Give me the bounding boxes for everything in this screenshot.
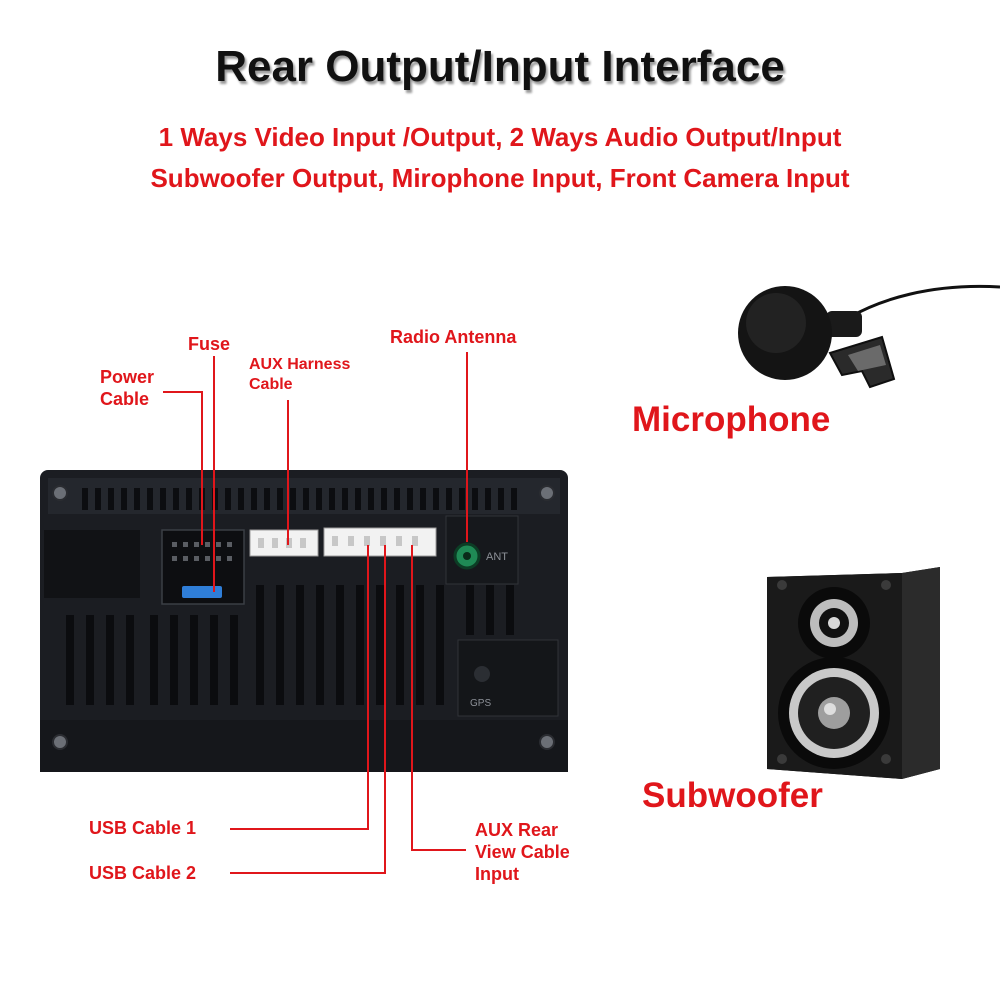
aux-harness-label-2: Cable — [249, 376, 293, 393]
screws — [52, 485, 555, 750]
subtitle-line-2: Subwoofer Output, Mirophone Input, Front… — [150, 163, 850, 193]
subwoofer-image — [767, 567, 940, 779]
lower-fins — [66, 585, 514, 705]
aux-rear-label-3: Input — [475, 864, 519, 884]
radio-antenna-label: Radio Antenna — [390, 327, 517, 347]
microphone-image — [738, 284, 1000, 389]
subwoofer-label: Subwoofer — [642, 776, 823, 815]
aux-rear-label-2: View Cable — [475, 842, 570, 862]
ant-mark: ANT — [486, 551, 508, 563]
power-cable-label-2: Cable — [100, 389, 150, 409]
left-panel — [44, 530, 140, 598]
power-cable-label-1: Power — [100, 367, 155, 387]
callout-lines — [163, 352, 468, 874]
aux-harness-label-1: AUX Harness — [249, 356, 351, 373]
usb-cable-1-label: USB Cable 1 — [89, 818, 197, 838]
aux-rear-label-1: AUX Rear — [475, 820, 559, 840]
subtitle-line-1: 1 Ways Video Input /Output, 2 Ways Audio… — [158, 122, 842, 152]
usb-cable-2-label: USB Cable 2 — [89, 863, 197, 883]
fuse-blue — [182, 586, 222, 598]
gps-mark: GPS — [470, 698, 491, 709]
microphone-label: Microphone — [632, 400, 831, 439]
page-title: Rear Output/Input Interface — [215, 42, 785, 91]
fuse-label: Fuse — [188, 334, 231, 354]
gps-port-area — [457, 639, 559, 717]
